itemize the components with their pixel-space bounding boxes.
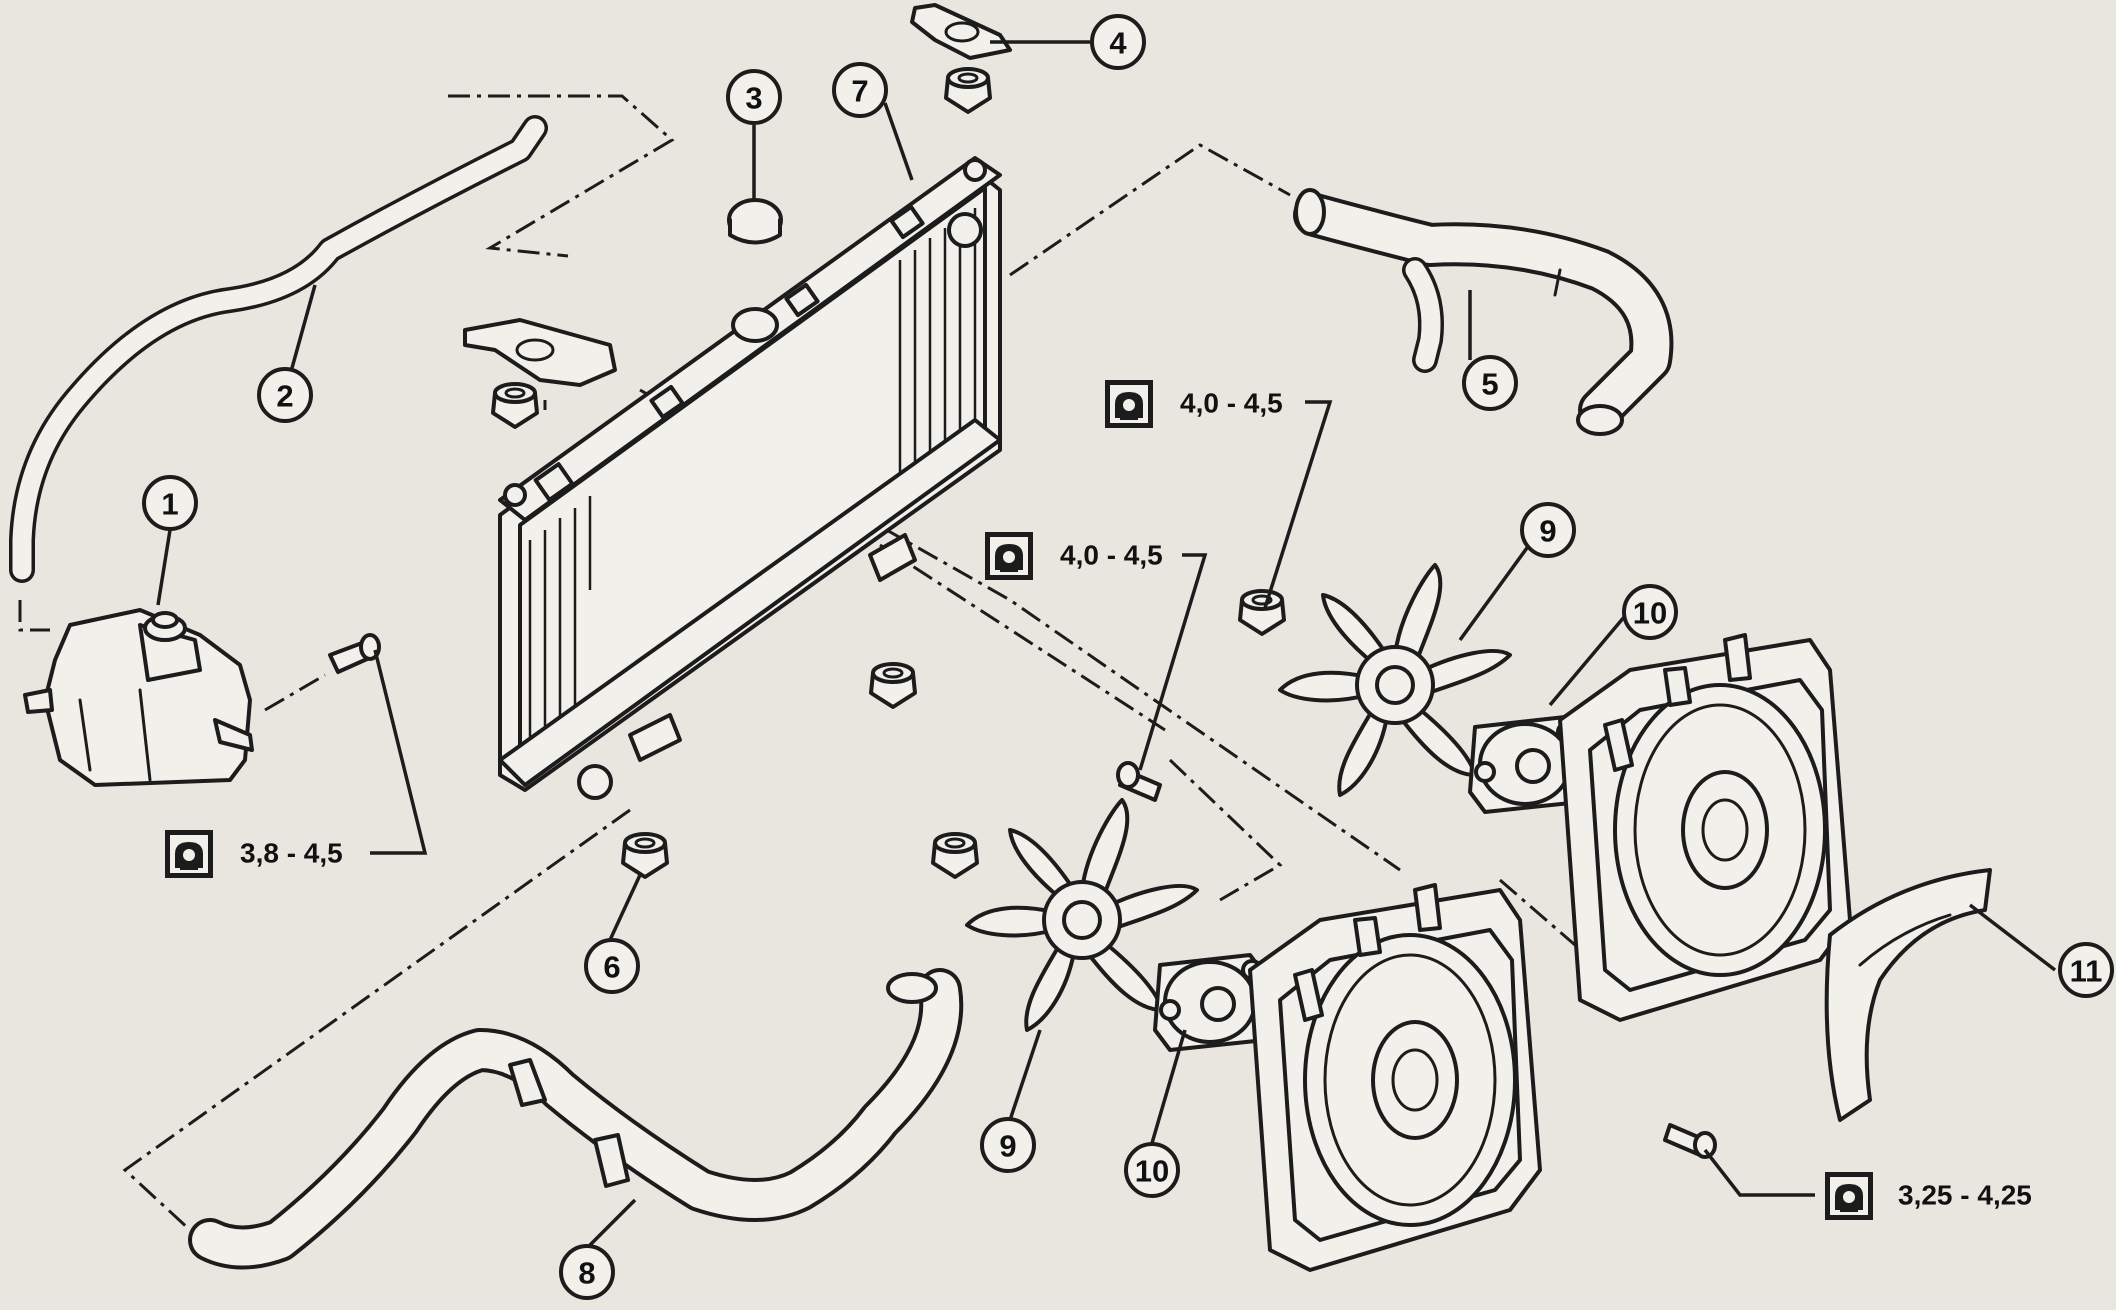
callout-label: 7 (851, 74, 868, 109)
callout-label: 10 (1633, 596, 1667, 631)
torque-specs: 4,0 - 4,5 4,0 - 4,5 3,8 - 4,5 3,25 - 4,2… (165, 380, 2032, 1220)
callout-7: 7 (832, 62, 888, 118)
callout-1: 1 (142, 475, 198, 531)
callout-3: 3 (726, 69, 782, 125)
shroud-seal (1824, 868, 1992, 1122)
callouts: 1 2 3 4 5 6 7 8 9 9 10 10 11 (142, 14, 2114, 1300)
upper-mount-bracket-left (463, 318, 617, 387)
callout-6: 6 (584, 938, 640, 994)
callout-9-lower: 9 (980, 1117, 1036, 1173)
torque-spec-center: 4,0 - 4,5 (985, 532, 1163, 580)
callout-8: 8 (559, 1244, 615, 1300)
callout-2: 2 (257, 367, 313, 423)
torque-wrench-icon (1105, 380, 1153, 428)
callout-label: 2 (276, 379, 293, 414)
upper-mount-bracket-right (910, 3, 1012, 60)
callout-label: 10 (1135, 1154, 1169, 1189)
callout-5: 5 (1462, 355, 1518, 411)
callout-label: 5 (1481, 367, 1498, 402)
torque-value: 3,25 - 4,25 (1898, 1180, 2032, 1211)
callout-label: 11 (2070, 954, 2103, 989)
overflow-tube (9, 115, 548, 583)
radiator-cap (727, 198, 783, 245)
torque-wrench-icon (985, 532, 1033, 580)
callout-label: 9 (1539, 514, 1556, 549)
torque-wrench-icon (1825, 1172, 1873, 1220)
callout-label: 9 (999, 1129, 1016, 1164)
torque-spec-lower-right: 3,25 - 4,25 (1825, 1172, 2032, 1220)
callout-label: 3 (745, 81, 762, 116)
callout-10-upper: 10 (1622, 584, 1678, 640)
torque-spec-left: 3,8 - 4,5 (165, 830, 343, 878)
radiator (498, 156, 1002, 800)
torque-spec-upper-right: 4,0 - 4,5 (1105, 380, 1283, 428)
torque-wrench-icon (165, 830, 213, 878)
lower-radiator-hose (188, 968, 964, 1270)
leader-lines (156, 40, 2057, 1247)
callout-label: 8 (578, 1256, 595, 1291)
callout-label: 6 (603, 950, 620, 985)
torque-value: 3,8 - 4,5 (240, 838, 343, 869)
radiator-fins (528, 208, 977, 765)
callout-label: 1 (161, 487, 178, 522)
callout-11: 11 (2058, 942, 2114, 998)
callout-9-upper: 9 (1520, 502, 1576, 558)
callout-label: 4 (1109, 26, 1127, 61)
coolant-reservoir (23, 608, 254, 787)
torque-value: 4,0 - 4,5 (1180, 388, 1283, 419)
torque-value: 4,0 - 4,5 (1060, 540, 1163, 571)
upper-radiator-hose (1293, 188, 1674, 436)
callout-10-lower: 10 (1124, 1142, 1180, 1198)
callout-4: 4 (1090, 14, 1146, 70)
